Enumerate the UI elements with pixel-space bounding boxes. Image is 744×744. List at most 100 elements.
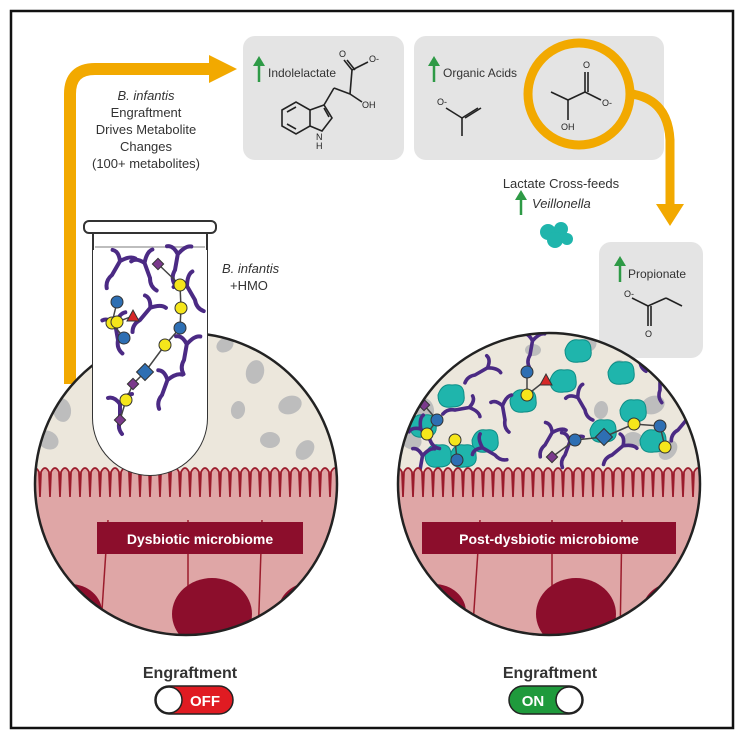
chem-o-3: O	[583, 60, 590, 70]
hmo-molecule	[538, 420, 568, 459]
hmo-molecule	[470, 432, 509, 462]
chem-ominus-3: O-	[602, 98, 612, 108]
galactose-node	[174, 301, 188, 315]
up-arrow-icon	[515, 190, 527, 215]
hmo-molecule	[441, 394, 482, 419]
flow-caption: B. infantis Engraftment Drives Metabolit…	[92, 88, 200, 171]
lumen-particle	[260, 432, 280, 448]
crossfeed-label: Lactate Cross-feeds	[503, 176, 620, 191]
galactose-node	[110, 315, 124, 329]
lumen-particle	[230, 401, 246, 419]
hmo-molecule	[129, 247, 159, 293]
up-arrow-icon	[253, 56, 265, 82]
glucose-node	[450, 453, 464, 467]
hmo-molecule	[106, 392, 134, 436]
flow-line-4: (100+ metabolites)	[92, 156, 200, 171]
lumen-particle	[295, 440, 315, 460]
organic-acids-box: Organic Acids O- O O- OH	[414, 36, 664, 160]
hmo-molecule	[601, 432, 639, 467]
veillonella-cell	[564, 339, 592, 363]
veillonella-label: Veillonella	[532, 196, 591, 211]
chem-ominus-2: O-	[437, 97, 447, 107]
indolelactate-label: Indolelactate	[268, 66, 336, 80]
glucose-node	[110, 295, 124, 309]
hmo-molecule	[174, 334, 203, 377]
chem-o-4: O	[645, 329, 652, 339]
glucose-node	[520, 365, 534, 379]
propionate-structure-icon	[631, 297, 683, 326]
tube-species: B. infantis	[222, 261, 280, 276]
propionate-box: Propionate O- O	[599, 242, 703, 358]
fucose-node	[126, 308, 140, 322]
chem-h-1: H	[316, 141, 323, 151]
lactate-structure-icon	[550, 72, 602, 120]
galactose-node	[520, 388, 534, 402]
hmo-molecule	[463, 353, 503, 385]
lumen-particle	[245, 360, 265, 384]
up-arrow-icon	[614, 256, 626, 282]
glcnac-node	[135, 362, 155, 382]
sialic-acid-node	[545, 450, 559, 464]
tube-hmo: +HMO	[230, 278, 268, 293]
propionate-label: Propionate	[628, 267, 686, 281]
glucose-node	[173, 321, 187, 335]
galactose-node	[658, 440, 672, 454]
chem-ominus-4: O-	[624, 289, 634, 299]
hmo-molecule	[411, 446, 437, 485]
acetate-structure-icon	[445, 107, 482, 136]
galactose-node	[173, 278, 187, 292]
flow-species: B. infantis	[117, 88, 175, 103]
galactose-node	[448, 433, 462, 447]
galactose-node	[119, 393, 133, 407]
veillonella-cluster-icon	[540, 222, 573, 248]
galactose-node	[420, 427, 434, 441]
lumen-particle	[216, 337, 234, 353]
toggle-on-label: ON	[522, 693, 545, 710]
glcnac-node	[594, 427, 614, 447]
up-arrow-icon	[428, 56, 440, 82]
veillonella-cell	[619, 399, 647, 423]
chem-ominus-1: O-	[369, 54, 379, 64]
glucose-node	[653, 419, 667, 433]
lactate-highlight-circle	[523, 38, 635, 150]
veillonella-cell	[437, 384, 465, 408]
fucose-node	[539, 372, 553, 386]
engraftment-on-toggle[interactable]: ON	[508, 685, 584, 715]
post-dysbiotic-label: Post-dysbiotic microbiome	[459, 531, 639, 547]
indolelactate-structure-icon	[281, 59, 369, 135]
hmo-molecule	[104, 247, 138, 291]
chem-oh-1: OH	[362, 100, 376, 110]
flow-line-1: Engraftment	[111, 105, 182, 120]
organic-acids-label: Organic Acids	[443, 66, 517, 80]
flow-line-2: Drives Metabolite	[96, 122, 196, 137]
glucose-node	[117, 331, 131, 345]
hmo-molecule	[156, 368, 185, 411]
hmo-molecule	[559, 430, 585, 470]
veillonella-cell	[607, 361, 635, 385]
galactose-node	[158, 338, 172, 352]
indolelactate-box: Indolelactate O O- OH N H	[243, 36, 404, 160]
dysbiotic-label: Dysbiotic microbiome	[127, 531, 273, 547]
crossfeed-arrow	[631, 89, 684, 226]
lumen-particle	[278, 395, 302, 415]
engraftment-title-left: Engraftment	[143, 665, 238, 682]
post-dysbiotic-label-box	[422, 522, 676, 554]
chem-n-1: N	[316, 132, 323, 142]
toggle-off-label: OFF	[190, 693, 220, 710]
sialic-acid-node	[113, 413, 127, 427]
engraftment-flow-arrow	[64, 55, 237, 384]
glucose-node	[568, 433, 582, 447]
dysbiotic-label-box	[97, 522, 303, 554]
glucose-node	[430, 413, 444, 427]
hmo-molecule	[563, 382, 595, 422]
engraftment-off-toggle[interactable]: OFF	[154, 685, 234, 715]
sialic-acid-node	[126, 377, 140, 391]
hmo-molecule	[165, 244, 194, 287]
chem-o-1: O	[339, 49, 346, 59]
galactose-node	[627, 417, 641, 431]
flow-line-3: Changes	[120, 139, 173, 154]
chem-oh-3: OH	[561, 122, 575, 132]
lumen-particle	[593, 401, 609, 419]
